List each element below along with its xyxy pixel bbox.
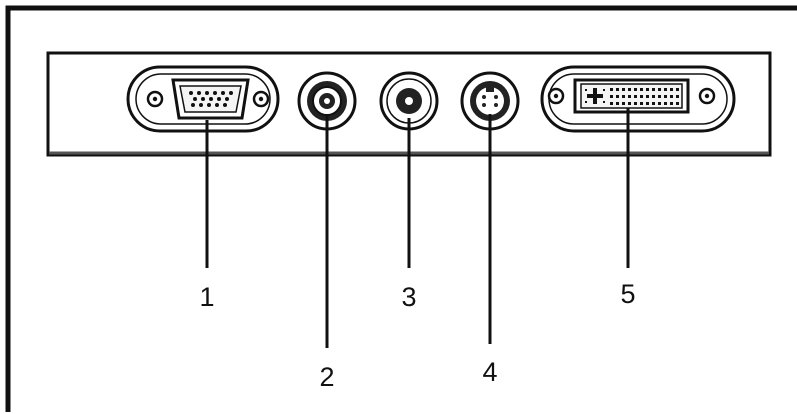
coax-port-icon [297,71,357,131]
outer-frame [5,5,797,412]
callout-2: 2 [319,362,334,392]
vga-port-icon [126,65,280,133]
callout-5: 5 [620,279,635,309]
dvi-port-icon [540,65,736,133]
leader-lines [205,108,630,348]
s-video-port-icon [460,71,520,131]
callout-1: 1 [199,282,214,312]
callout-4: 4 [482,357,497,387]
callout-3: 3 [401,282,416,312]
